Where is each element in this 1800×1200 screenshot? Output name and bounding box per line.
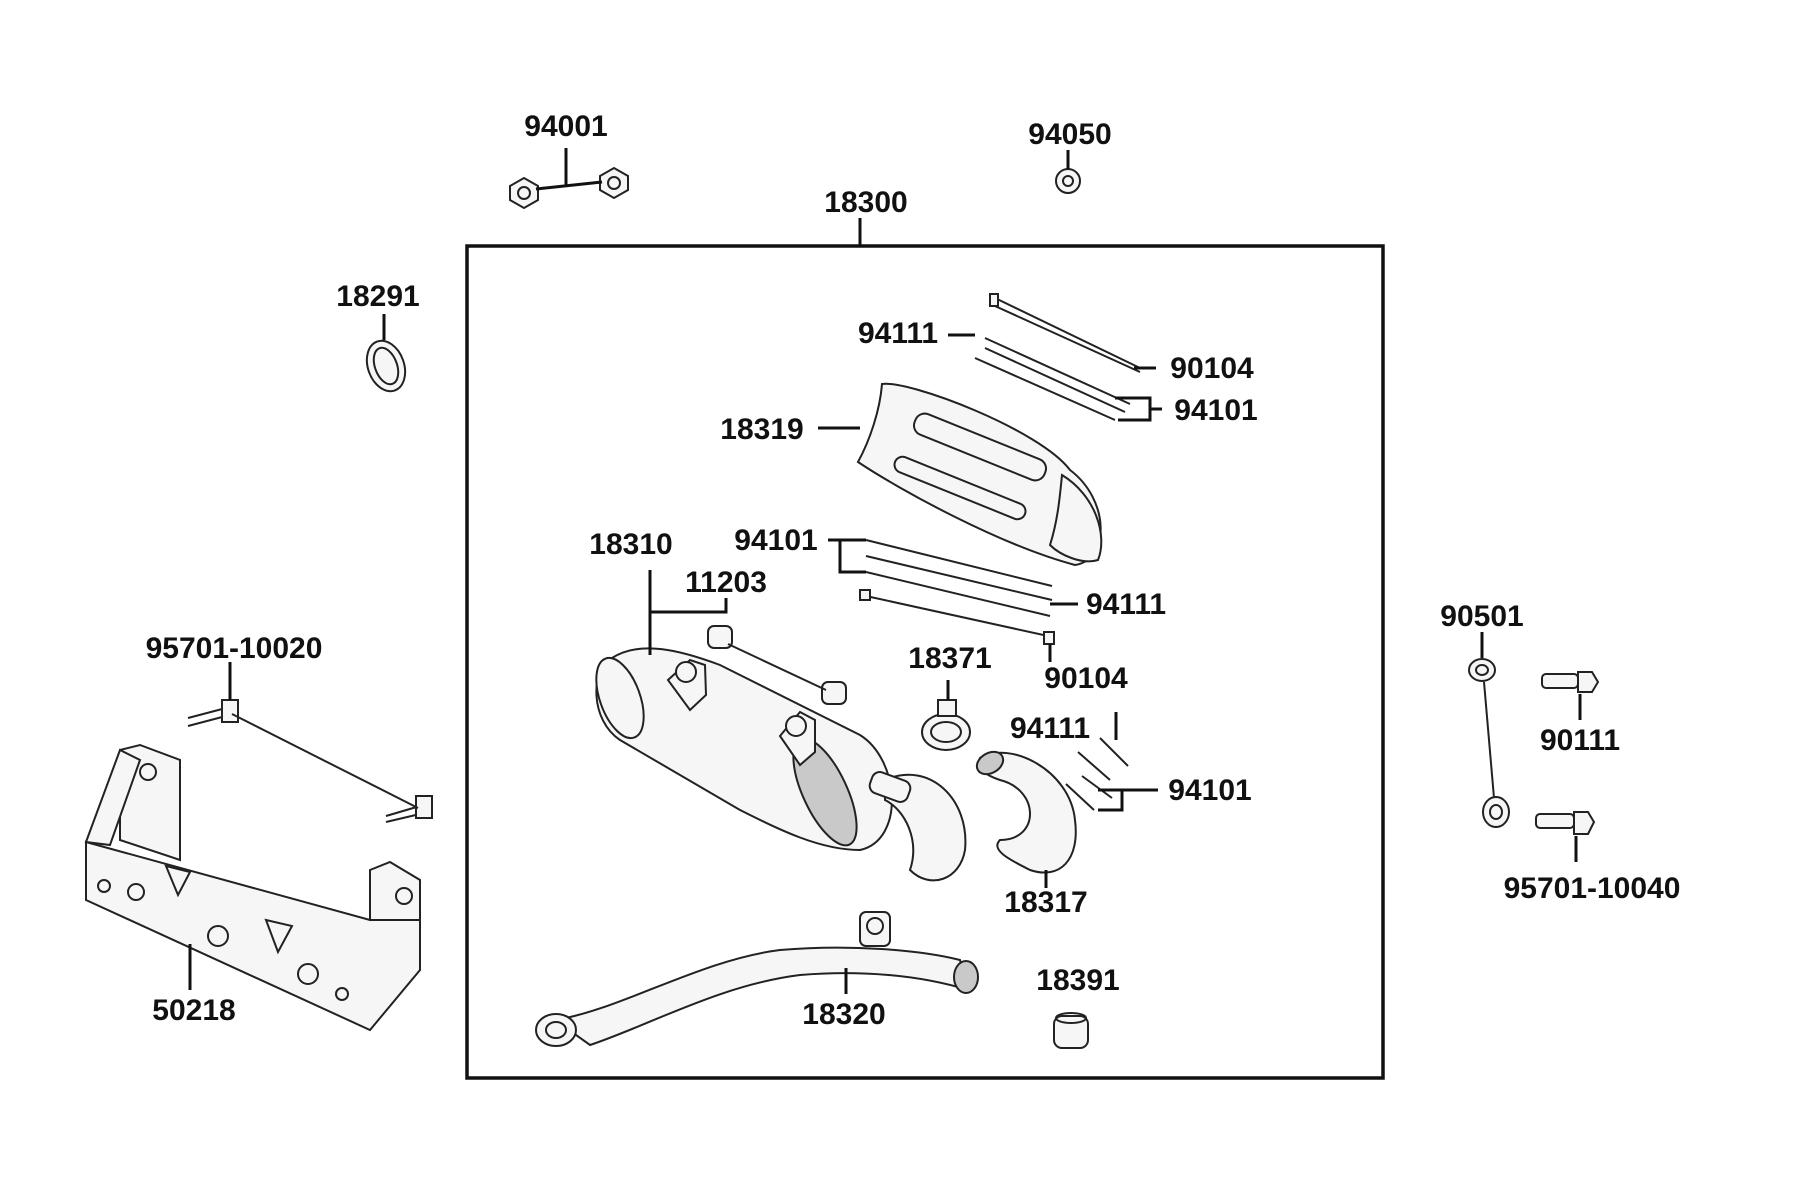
label-18371[interactable]: 18371 bbox=[908, 642, 991, 675]
label-18319[interactable]: 18319 bbox=[720, 413, 803, 446]
part-90111-bolt bbox=[1541, 671, 1600, 720]
label-50218[interactable]: 50218 bbox=[152, 994, 235, 1027]
label-90104-top[interactable]: 90104 bbox=[1170, 352, 1254, 385]
part-18310-muffler bbox=[595, 570, 967, 882]
part-94001-nuts bbox=[509, 148, 629, 210]
part-94050-washer bbox=[1055, 150, 1081, 194]
label-94101-mid[interactable]: 94101 bbox=[734, 524, 817, 557]
part-50218-bracket bbox=[84, 743, 421, 1032]
label-94050[interactable]: 94050 bbox=[1028, 118, 1111, 151]
part-95701-10020-bolts bbox=[187, 662, 433, 823]
label-94101-low[interactable]: 94101 bbox=[1168, 774, 1251, 807]
part-18320-front-pipe bbox=[535, 911, 979, 1047]
label-18310[interactable]: 18310 bbox=[589, 528, 672, 561]
part-18319-heat-shield bbox=[818, 382, 1103, 567]
label-94001[interactable]: 94001 bbox=[524, 110, 607, 143]
label-18291[interactable]: 18291 bbox=[336, 280, 419, 313]
label-94111-mid[interactable]: 94111 bbox=[1086, 588, 1166, 621]
part-11203-bushings bbox=[707, 625, 847, 705]
assembly-frame-18300 bbox=[465, 244, 1385, 1080]
part-95701-10040-bolt bbox=[1535, 811, 1596, 862]
part-18391-bushing bbox=[1053, 1012, 1089, 1049]
part-18291-ring bbox=[365, 314, 407, 393]
label-95701-10020[interactable]: 95701-10020 bbox=[146, 632, 323, 665]
part-18371-clamp bbox=[921, 680, 971, 751]
label-18317[interactable]: 18317 bbox=[1004, 886, 1087, 919]
label-90111[interactable]: 90111 bbox=[1540, 724, 1620, 757]
label-18300[interactable]: 18300 bbox=[824, 186, 907, 219]
part-18317-bend-pipe bbox=[975, 712, 1158, 888]
part-90501-washers bbox=[1468, 632, 1510, 828]
label-18391[interactable]: 18391 bbox=[1036, 964, 1119, 997]
label-90501[interactable]: 90501 bbox=[1440, 600, 1523, 633]
label-11203[interactable]: 11203 bbox=[685, 566, 767, 599]
label-94101-top[interactable]: 94101 bbox=[1174, 394, 1257, 427]
part-springs-middle bbox=[828, 538, 1078, 662]
label-90104-mid[interactable]: 90104 bbox=[1044, 662, 1128, 695]
part-springs-top bbox=[948, 293, 1162, 422]
label-94111-top[interactable]: 94111 bbox=[858, 317, 938, 350]
label-95701-10040[interactable]: 95701-10040 bbox=[1504, 872, 1681, 905]
label-18320[interactable]: 18320 bbox=[802, 998, 885, 1031]
label-94111-low[interactable]: 94111 bbox=[1010, 712, 1090, 745]
